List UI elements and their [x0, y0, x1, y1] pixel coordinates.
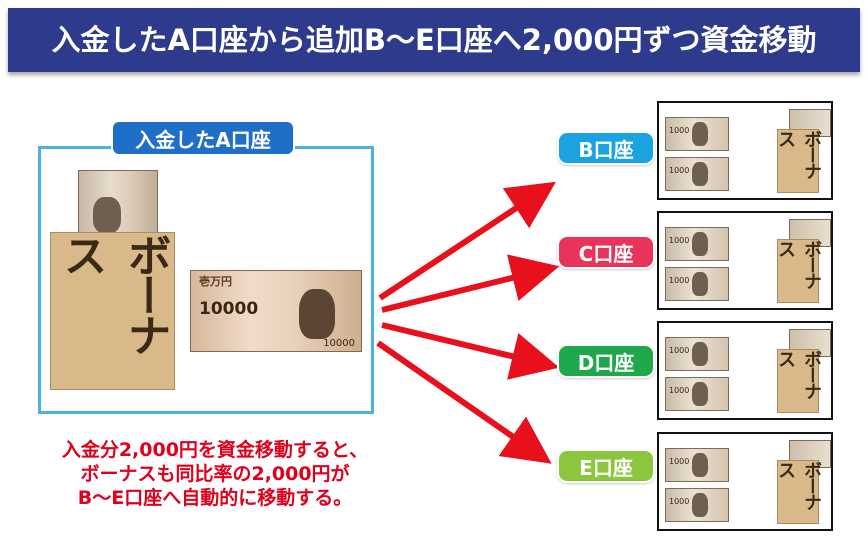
caption-line-1: 入金分2,000円を資金移動すると、 — [61, 439, 369, 461]
portrait-icon — [93, 197, 121, 233]
banknote-value: 1000 — [669, 166, 690, 175]
arrow-to-d — [381, 322, 560, 380]
portrait-icon — [692, 382, 708, 406]
banknote-value: 1000 — [669, 386, 690, 395]
bonus-envelope: ボーナス — [775, 129, 822, 193]
banknote-1000: 1000 — [665, 337, 729, 371]
banknote-header: 壱万円 — [199, 275, 232, 288]
page-title: 入金したA口座から追加B～E口座へ2,000円ずつ資金移動 — [51, 23, 817, 57]
banknote-value: 10000 — [199, 299, 259, 319]
portrait-icon — [692, 453, 708, 477]
arrow-to-e — [376, 340, 552, 464]
account-label-D口座: D口座 — [557, 344, 655, 378]
banknote-10000: 壱万円 10000 10000 — [190, 270, 362, 352]
banknote-1000: 1000 — [665, 117, 729, 151]
caption-block: 入金分2,000円を資金移動すると、 ボーナスも同比率の2,000円が B～E口… — [0, 438, 430, 510]
banknote-1000: 1000 — [665, 227, 729, 261]
account-panel: 1000 1000 ボーナス — [657, 321, 833, 420]
banknote-1000: 1000 — [665, 157, 729, 191]
account-label-C口座: C口座 — [557, 235, 655, 269]
portrait-icon — [692, 232, 708, 256]
arrow-to-c — [381, 254, 560, 313]
arrow-to-b — [378, 181, 557, 301]
banknote-value-corner: 10000 — [323, 338, 355, 349]
account-panel: 1000 1000 ボーナス — [657, 432, 833, 531]
banknote-1000: 1000 — [665, 377, 729, 411]
banknote-1000: 1000 — [665, 448, 729, 482]
portrait-icon — [692, 272, 708, 296]
title-banner: 入金したA口座から追加B～E口座へ2,000円ずつ資金移動 — [8, 8, 860, 72]
banknote-value: 1000 — [669, 346, 690, 355]
banknote-1000: 1000 — [665, 267, 729, 301]
banknote-value: 1000 — [669, 457, 690, 466]
banknote-value: 1000 — [669, 497, 690, 506]
account-panel: 1000 1000 ボーナス — [657, 101, 833, 200]
banknote-peeking — [78, 170, 158, 242]
portrait-icon — [692, 493, 708, 517]
account-label-E口座: E口座 — [557, 449, 655, 483]
bonus-envelope: ボーナス — [775, 239, 822, 303]
portrait-icon — [692, 122, 708, 146]
bonus-envelope: ボーナス — [775, 460, 822, 524]
banknote-value: 1000 — [669, 126, 690, 135]
portrait-icon — [299, 289, 335, 339]
caption-line-3: B～E口座へ自動的に移動する。 — [77, 487, 353, 509]
banknote-value: 1000 — [669, 276, 690, 285]
caption-line-2: ボーナスも同比率の2,000円が — [80, 463, 350, 485]
portrait-icon — [692, 342, 708, 366]
banknote-1000: 1000 — [665, 488, 729, 522]
banknote-value: 1000 — [669, 236, 690, 245]
account-panel: 1000 1000 ボーナス — [657, 211, 833, 310]
bonus-envelope: ボーナス — [775, 349, 822, 413]
bonus-envelope: ボーナス — [50, 232, 175, 390]
account-label-B口座: B口座 — [557, 131, 655, 165]
account-a-label: 入金したA口座 — [111, 120, 295, 156]
portrait-icon — [692, 162, 708, 186]
